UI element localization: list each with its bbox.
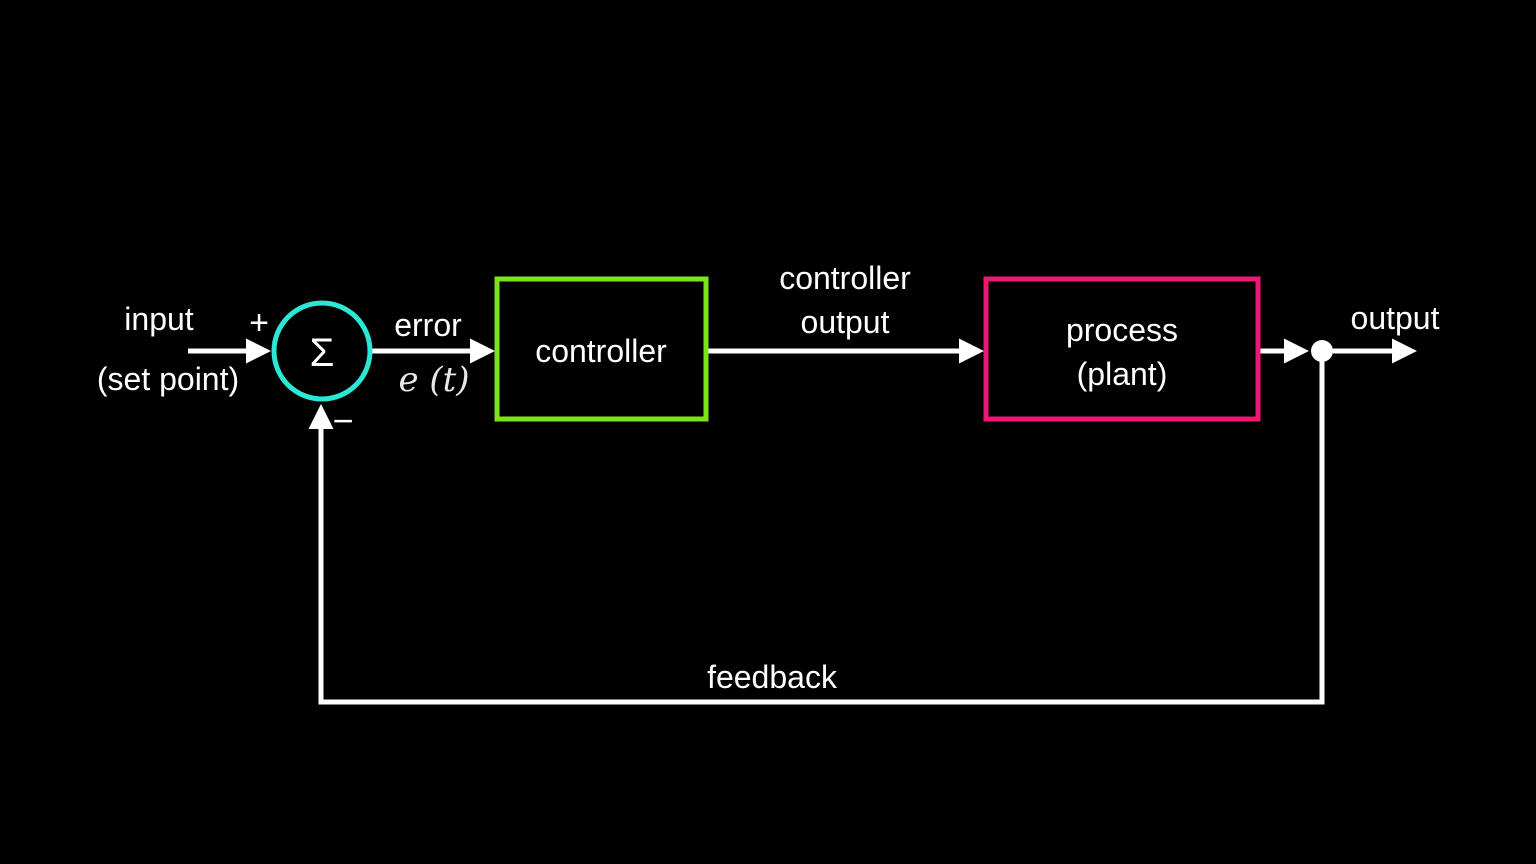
- junction-node: [1311, 340, 1333, 362]
- error-label: error: [394, 307, 462, 343]
- process-box: [983, 276, 1261, 422]
- plus-sign: +: [249, 304, 269, 342]
- process-box-label-line1: process: [1066, 312, 1178, 348]
- minus-sign: −: [332, 400, 353, 441]
- controller-box-label: controller: [535, 333, 667, 369]
- summing-junction-circle: [271, 300, 373, 402]
- feedback-line: [308, 351, 1325, 705]
- input-label-line1: input: [124, 301, 194, 337]
- sum-symbol: Σ: [310, 331, 335, 375]
- error-signal-label: e (t): [398, 360, 469, 400]
- process-box-label-line2: (plant): [1077, 356, 1168, 392]
- input-label-line2: (set point): [97, 361, 239, 397]
- controller-output-label-line2: output: [801, 304, 890, 340]
- output-label: output: [1351, 300, 1440, 336]
- controller-box: [494, 276, 709, 422]
- controller-output-label-line1: controller: [779, 260, 911, 296]
- feedback-label: feedback: [707, 659, 838, 695]
